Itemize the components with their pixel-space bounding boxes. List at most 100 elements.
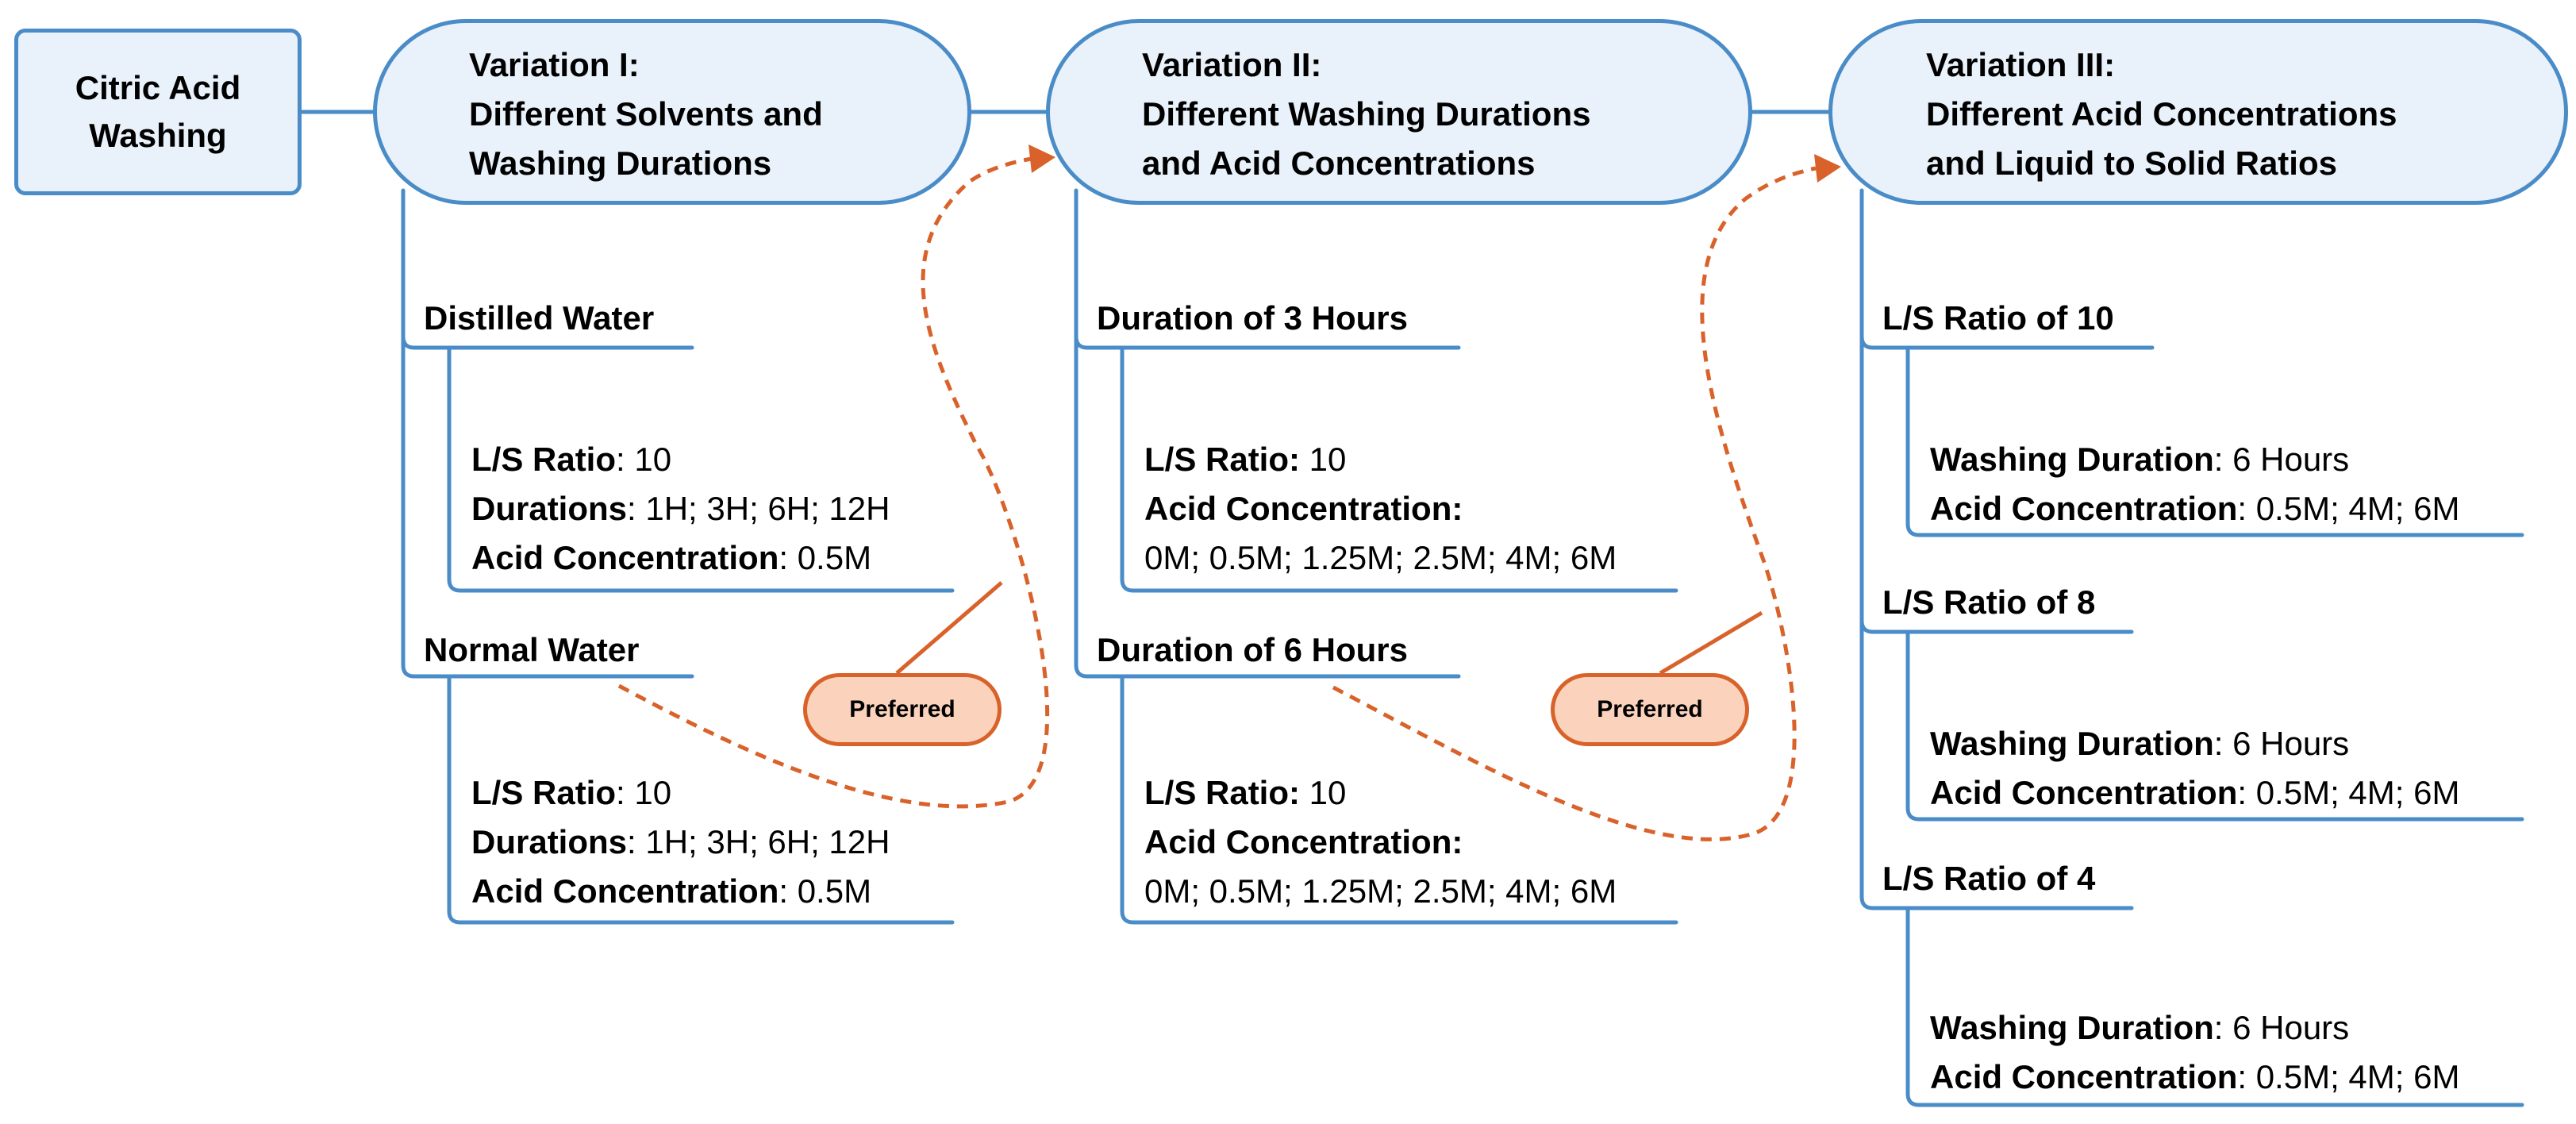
v2-d6-acid-values: 0M; 0.5M; 1.25M; 2.5M; 4M; 6M (1144, 872, 1617, 910)
washing-duration-key: Washing Duration (1930, 441, 2214, 478)
v1-distilled-detail-line (447, 345, 955, 593)
acid-concentration-key: Acid Concentration (1930, 774, 2238, 811)
washing-duration-value: : 6 Hours (2213, 1009, 2350, 1046)
v1-trunk (401, 188, 694, 679)
v2-d6-details: L/S Ratio: 10 Acid Concentration: 0M; 0.… (1144, 768, 1617, 916)
acid-concentration-key: Acid Concentration (1930, 1058, 2238, 1095)
v3-ls8-details: Washing Duration: 6 Hours Acid Concentra… (1930, 719, 2459, 818)
v3-ls8-duration-row: Washing Duration: 6 Hours (1930, 719, 2459, 768)
acid-concentration-value: : 0.5M (779, 539, 872, 576)
washing-duration-key: Washing Duration (1930, 725, 2214, 762)
ls-ratio-value: 10 (1300, 774, 1347, 811)
v2-d6-ls-row: L/S Ratio: 10 (1144, 768, 1617, 818)
v3-ls4-duration-row: Washing Duration: 6 Hours (1930, 1003, 2459, 1053)
v1-distilled-underline (401, 334, 694, 350)
v2-d3-ls-row: L/S Ratio: 10 (1144, 435, 1617, 484)
v2-d6-acid-key-row: Acid Concentration: (1144, 818, 1617, 867)
preferred-arrowhead-2 (1814, 154, 1841, 183)
v2-d3-acid-values: 0M; 0.5M; 1.25M; 2.5M; 4M; 6M (1144, 539, 1617, 576)
ls-ratio-value: : 10 (616, 774, 672, 811)
ls-ratio-key: L/S Ratio: (1144, 441, 1300, 478)
ls-ratio-key: L/S Ratio: (1144, 774, 1300, 811)
variation-3-node: Variation III: Different Acid Concentrat… (1828, 19, 2568, 205)
variation-3-title: Variation III: (1926, 46, 2116, 83)
v1-normal-durations-row: Durations: 1H; 3H; 6H; 12H (471, 818, 890, 867)
durations-value: : 1H; 3H; 6H; 12H (627, 823, 890, 860)
v3-ls4-detail-line (1905, 906, 2524, 1107)
root-title-line2: Washing (89, 117, 227, 154)
v1-normal-detail-line (447, 674, 955, 925)
acid-concentration-value: : 0.5M (779, 872, 872, 910)
v1-normal-ls-row: L/S Ratio: 10 (471, 768, 890, 818)
variation-1-node: Variation I: Different Solvents and Wash… (373, 19, 971, 205)
acid-concentration-key: Acid Concentration: (1144, 490, 1463, 527)
root-node-citric-acid-washing: Citric Acid Washing (14, 29, 302, 195)
acid-concentration-key: Acid Concentration (1930, 490, 2238, 527)
v1-normal-acid-row: Acid Concentration: 0.5M (471, 867, 890, 916)
root-title-line1: Citric Acid (75, 69, 241, 106)
acid-concentration-value: : 0.5M; 4M; 6M (2237, 1058, 2460, 1095)
v1-distilled-details: L/S Ratio: 10 Durations: 1H; 3H; 6H; 12H… (471, 435, 890, 583)
v3-ls4-details: Washing Duration: 6 Hours Acid Concentra… (1930, 1003, 2459, 1102)
v3-ls10-details: Washing Duration: 6 Hours Acid Concentra… (1930, 435, 2459, 533)
preferred-arrow-1 (617, 156, 1050, 809)
variation-1-title: Variation I: (469, 46, 640, 83)
v3-ls8-acid-row: Acid Concentration: 0.5M; 4M; 6M (1930, 768, 2459, 818)
durations-value: : 1H; 3H; 6H; 12H (627, 490, 890, 527)
variation-2-subtitle-line2: and Acid Concentrations (1142, 144, 1536, 182)
preferred-callout-2: Preferred (1551, 673, 1749, 746)
v3-ls8-detail-line (1905, 629, 2524, 822)
v1-distilled-durations-row: Durations: 1H; 3H; 6H; 12H (471, 484, 890, 533)
acid-concentration-key: Acid Concentration (471, 872, 779, 910)
ls-ratio-value: : 10 (616, 441, 672, 478)
preferred-pointer-1 (895, 581, 1003, 675)
washing-duration-value: : 6 Hours (2213, 441, 2350, 478)
acid-concentration-value: : 0.5M; 4M; 6M (2237, 774, 2460, 811)
acid-concentration-key: Acid Concentration (471, 539, 779, 576)
ls-ratio-key: L/S Ratio (471, 441, 617, 478)
v3-ls10-detail-line (1905, 345, 2524, 537)
preferred-arrowhead-1 (1028, 144, 1055, 173)
variation-2-node: Variation II: Different Washing Duration… (1046, 19, 1752, 205)
v3-trunk (1859, 188, 2134, 910)
ls-ratio-key: L/S Ratio (471, 774, 617, 811)
preferred-callout-1: Preferred (803, 673, 1002, 746)
variation-2-title: Variation II: (1142, 46, 1322, 83)
v1-distilled-water-label: Distilled Water (424, 299, 655, 337)
ls-ratio-value: 10 (1300, 441, 1347, 478)
preferred-arrow-2 (1332, 166, 1817, 841)
v3-ls10-duration-row: Washing Duration: 6 Hours (1930, 435, 2459, 484)
variation-3-subtitle-line2: and Liquid to Solid Ratios (1926, 144, 2337, 182)
v3-ls-ratio-10-label: L/S Ratio of 10 (1882, 299, 2114, 337)
acid-concentration-key: Acid Concentration: (1144, 823, 1463, 860)
v2-d3-acid-key-row: Acid Concentration: (1144, 484, 1617, 533)
v3-ls10-acid-row: Acid Concentration: 0.5M; 4M; 6M (1930, 484, 2459, 533)
variation-2-subtitle-line1: Different Washing Durations (1142, 95, 1591, 133)
v3-ls-ratio-8-label: L/S Ratio of 8 (1882, 583, 2096, 621)
preferred-pointer-2 (1659, 610, 1763, 676)
v3-ls10-underline (1859, 334, 2155, 350)
v2-d3-details: L/S Ratio: 10 Acid Concentration: 0M; 0.… (1144, 435, 1617, 583)
v1-normal-details: L/S Ratio: 10 Durations: 1H; 3H; 6H; 12H… (471, 768, 890, 916)
v1-distilled-ls-row: L/S Ratio: 10 (471, 435, 890, 484)
v3-ls4-acid-row: Acid Concentration: 0.5M; 4M; 6M (1930, 1053, 2459, 1102)
v1-normal-water-label: Normal Water (424, 631, 640, 668)
durations-key: Durations (471, 823, 628, 860)
variation-3-subtitle-line1: Different Acid Concentrations (1926, 95, 2397, 133)
v2-duration-3-hours-label: Duration of 3 Hours (1097, 299, 1409, 337)
v2-trunk (1074, 188, 1461, 679)
v3-ls8-underline (1859, 618, 2134, 634)
durations-key: Durations (471, 490, 628, 527)
variation-1-subtitle-line1: Different Solvents and (469, 95, 823, 133)
v1-distilled-acid-row: Acid Concentration: 0.5M (471, 533, 890, 583)
washing-duration-key: Washing Duration (1930, 1009, 2214, 1046)
v2-d3-underline (1074, 334, 1461, 350)
variation-1-subtitle-line2: Washing Durations (469, 144, 772, 182)
v2-d3-detail-line (1120, 345, 1678, 593)
washing-duration-value: : 6 Hours (2213, 725, 2350, 762)
v2-duration-6-hours-label: Duration of 6 Hours (1097, 631, 1409, 668)
v2-d6-detail-line (1120, 674, 1678, 925)
acid-concentration-value: : 0.5M; 4M; 6M (2237, 490, 2460, 527)
